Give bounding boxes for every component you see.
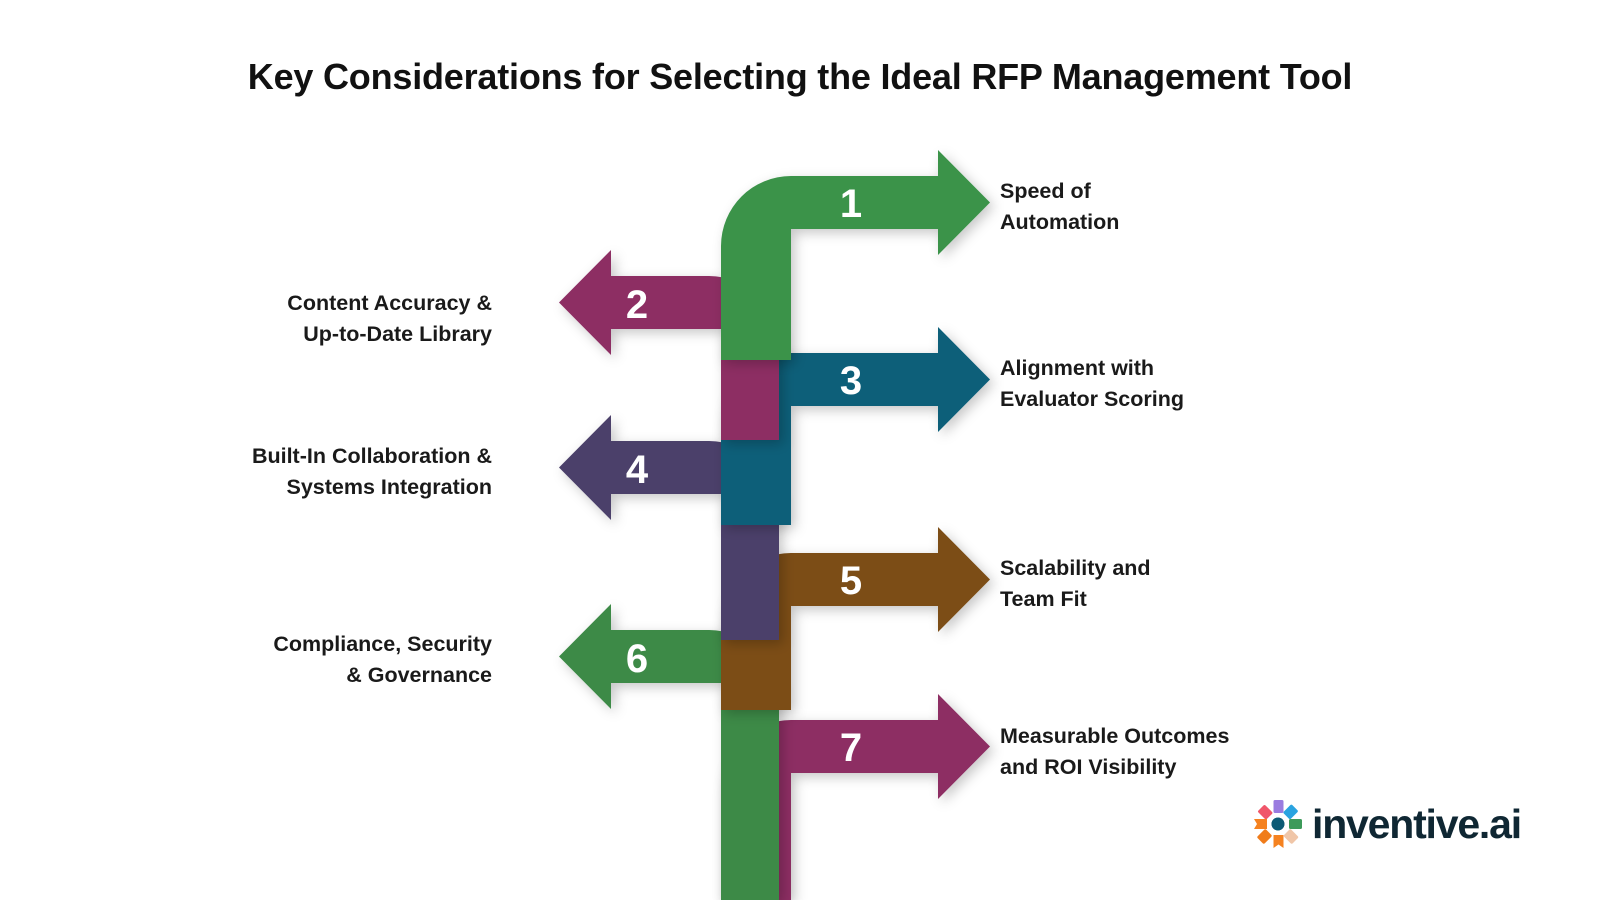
inventive-pinwheel-icon	[1254, 800, 1302, 848]
arrow-shape-1	[721, 150, 990, 360]
arrow-step-7[interactable]: 7	[721, 694, 990, 900]
arrow-step-1[interactable]: 1	[721, 150, 990, 360]
arrow-number-4: 4	[626, 448, 649, 492]
logo-wordmark: inventive.ai	[1312, 800, 1522, 847]
arrow-number-3: 3	[840, 359, 862, 403]
arrow-number-7: 7	[840, 726, 862, 770]
arrow-number-1: 1	[840, 182, 862, 226]
arrow-number-6: 6	[626, 637, 648, 681]
step-label-6: Compliance, Security & Governance	[273, 632, 492, 688]
arrow-step-3[interactable]: 3	[721, 327, 990, 525]
page-title: Key Considerations for Selecting the Ide…	[247, 56, 1353, 97]
inventive-ai-logo[interactable]: inventive.ai	[1252, 793, 1552, 855]
step-label-4: Built-In Collaboration & Systems Integra…	[251, 444, 492, 500]
arrow-shape-7	[721, 694, 990, 900]
step-label-2: Content Accuracy & Up-to-Date Library	[287, 291, 492, 347]
step-label-7: Measurable Outcomes and ROI Visibility	[1000, 724, 1230, 780]
arrow-number-5: 5	[840, 559, 862, 603]
step-label-1: Speed of Automation	[1000, 179, 1120, 235]
arrow-shape-5	[721, 527, 990, 710]
step-label-3: Alignment with Evaluator Scoring	[1000, 356, 1184, 412]
arrow-step-5[interactable]: 5	[721, 527, 990, 710]
arrow-shape-3	[721, 327, 990, 525]
step-label-5: Scalability and Team Fit	[1000, 556, 1151, 612]
arrow-number-2: 2	[626, 283, 648, 327]
